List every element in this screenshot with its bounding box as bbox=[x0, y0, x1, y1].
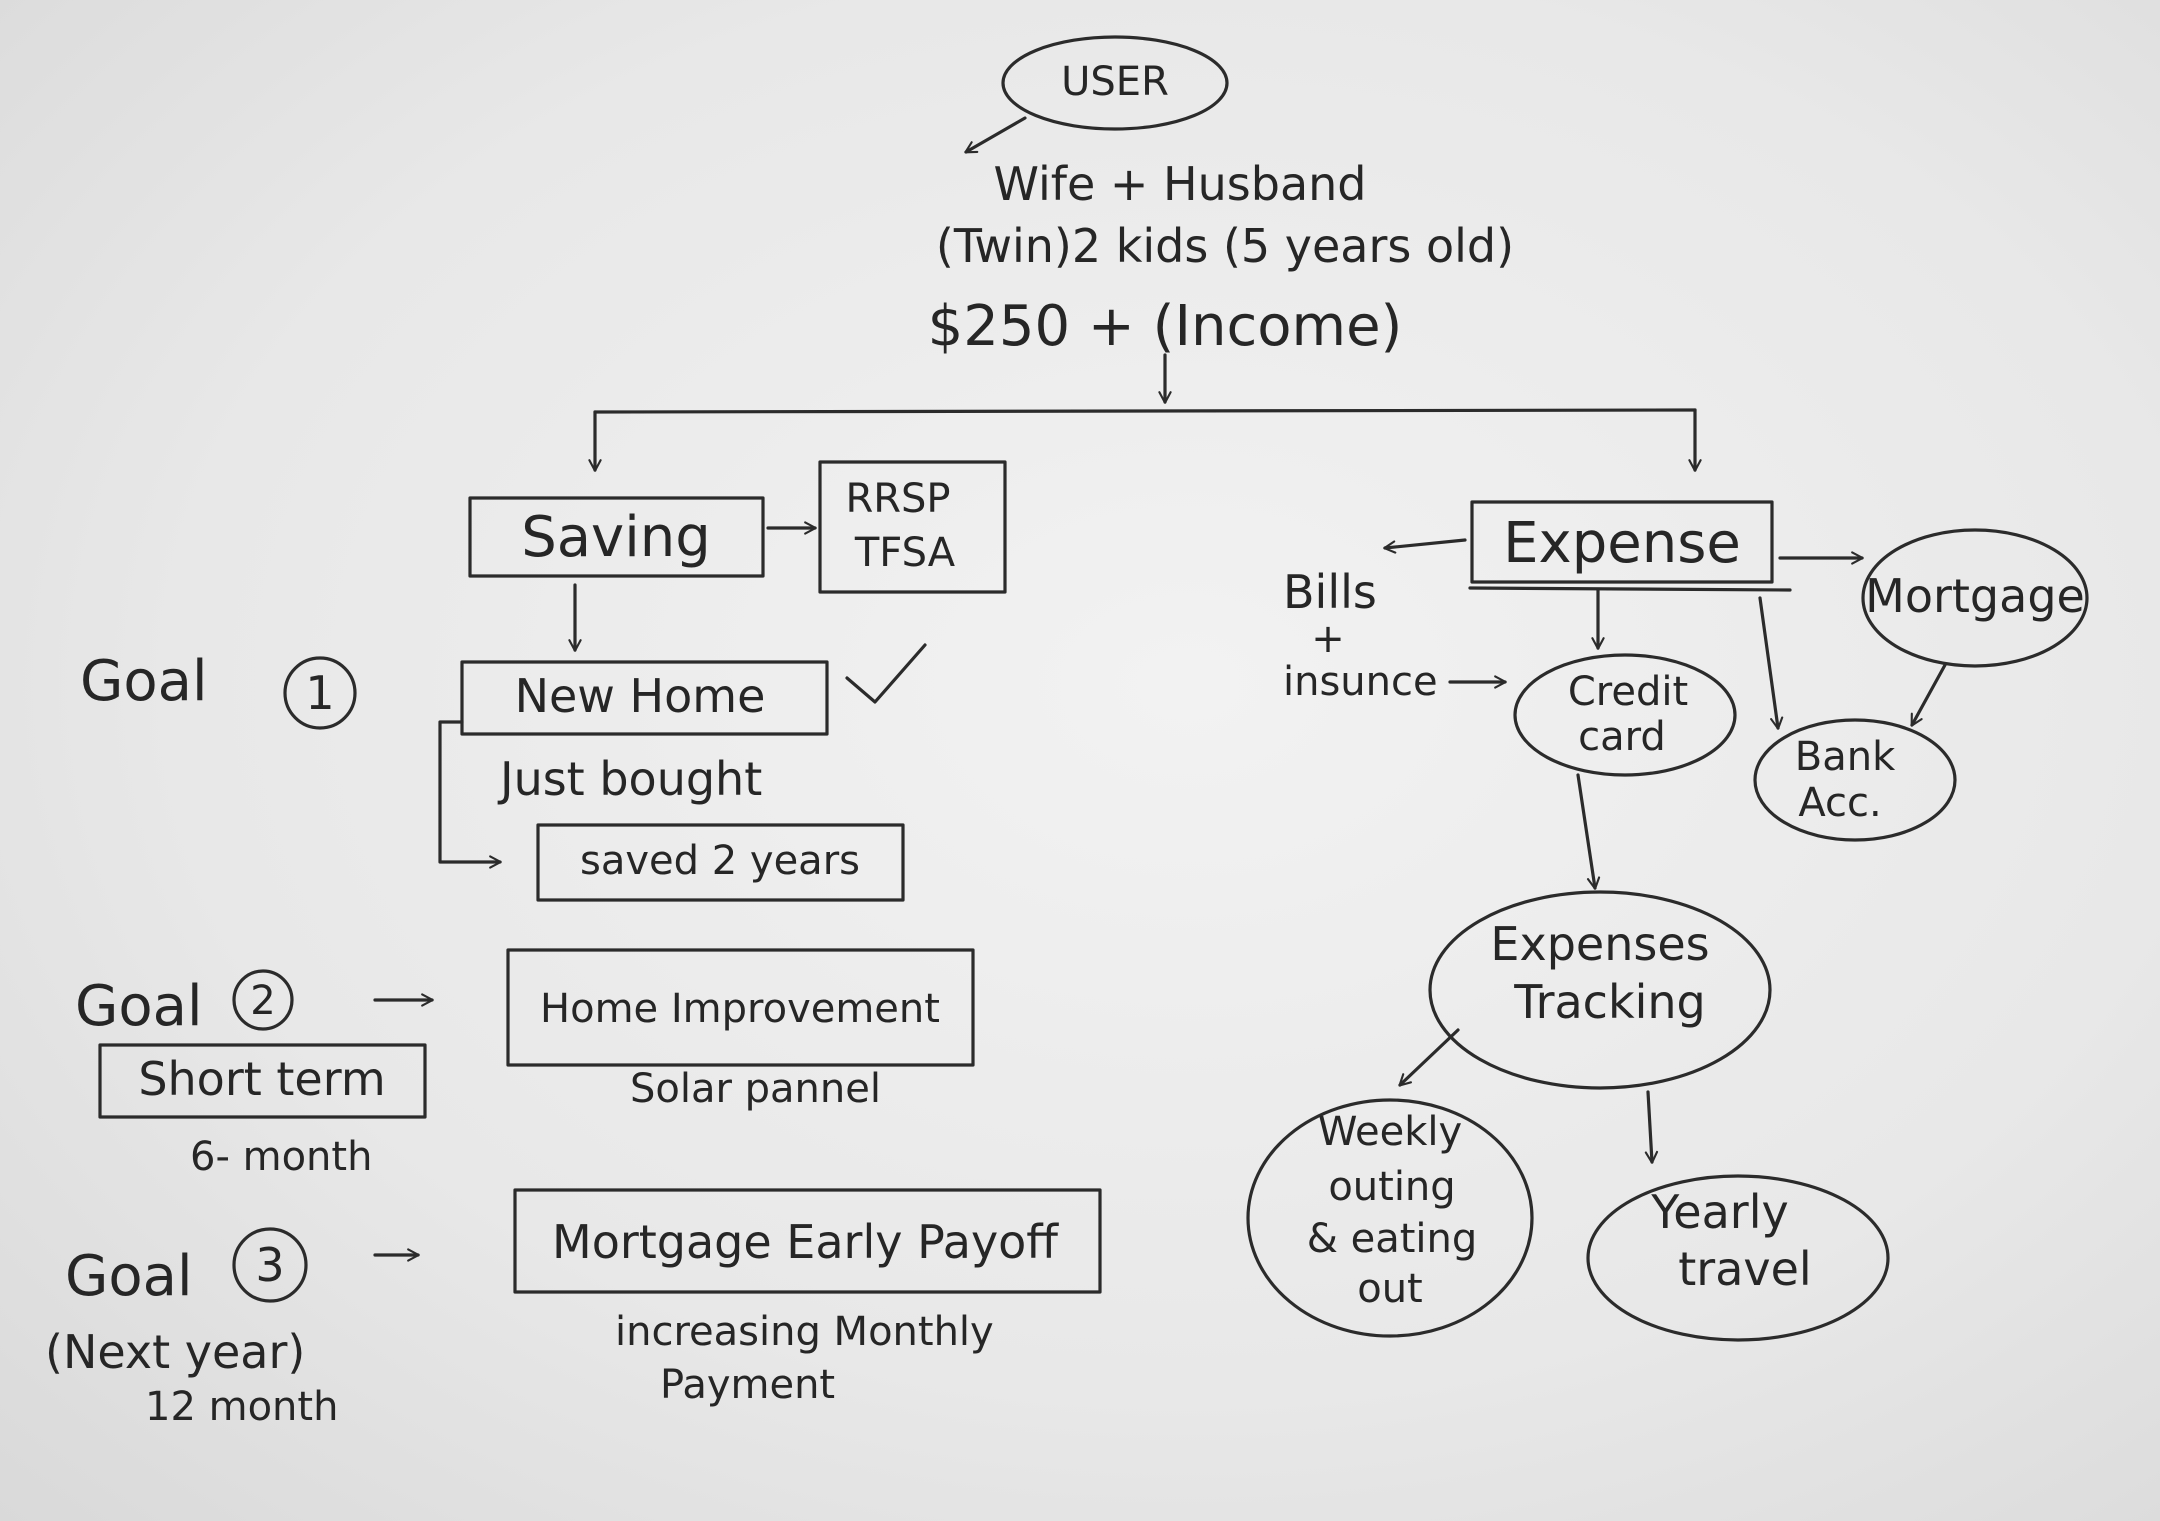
saved-years-box bbox=[536, 823, 905, 902]
weekly-outing-node: Weekly outing & eating out bbox=[1246, 1098, 1534, 1338]
out-label: out bbox=[1357, 1266, 1423, 1312]
yearly-label: Yearly bbox=[1650, 1185, 1788, 1239]
expense-box bbox=[1470, 500, 1774, 584]
user-arrow bbox=[964, 116, 1027, 154]
home-improvement-box bbox=[506, 948, 975, 1067]
split-line bbox=[593, 408, 1697, 414]
goal3-label: Goal bbox=[65, 1244, 193, 1309]
mortgage-ellipse bbox=[1861, 528, 2089, 668]
goal3-number: 3 bbox=[255, 1238, 284, 1292]
rrsp-label: RRSP bbox=[845, 476, 950, 522]
weekly-outing-ellipse bbox=[1246, 1098, 1534, 1338]
bills-label: Bills bbox=[1283, 565, 1377, 619]
saving-box bbox=[468, 496, 765, 578]
tfsa-label: TFSA bbox=[854, 530, 956, 576]
mortgage-node: Mortgage bbox=[1861, 528, 2089, 668]
next-year-label: (Next year) bbox=[45, 1325, 305, 1379]
short-term-box bbox=[98, 1043, 427, 1119]
goal3-number-circle bbox=[232, 1227, 308, 1303]
saving-label: Saving bbox=[521, 505, 711, 570]
outing-label: outing bbox=[1328, 1164, 1455, 1210]
travel-label: travel bbox=[1678, 1242, 1811, 1296]
expense-to-bills-arrow bbox=[1383, 538, 1467, 554]
home-improvement-node: Home Improvement bbox=[506, 948, 975, 1067]
expense-node: Expense bbox=[1468, 500, 1792, 592]
short-term-label: Short term bbox=[138, 1052, 385, 1106]
goal2-number-circle bbox=[232, 969, 294, 1031]
goal1-number: 1 bbox=[305, 666, 334, 720]
credit-label: Credit bbox=[1568, 669, 1688, 715]
goal2-label: Goal bbox=[75, 974, 203, 1039]
accounts-box bbox=[818, 460, 1007, 594]
mortgage-payoff-label: Mortgage Early Payoff bbox=[552, 1215, 1059, 1269]
just-bought-note: Just bought bbox=[497, 752, 762, 806]
insurance-label: insunce bbox=[1283, 659, 1438, 705]
saved-years-node: saved 2 years bbox=[536, 823, 905, 902]
weekly-label: Weekly bbox=[1318, 1109, 1462, 1155]
bills-plus: + bbox=[1311, 616, 1345, 662]
credit-card-node: Credit card bbox=[1513, 653, 1737, 777]
user-label: USER bbox=[1061, 59, 1169, 105]
new-home-box bbox=[460, 660, 829, 736]
increasing-payment-note: increasing Monthly bbox=[615, 1309, 994, 1355]
new-home-to-saved-arrow bbox=[438, 720, 502, 869]
expense-underline bbox=[1468, 586, 1792, 592]
household-line: Wife + Husband bbox=[994, 157, 1367, 211]
payment-note: Payment bbox=[660, 1362, 835, 1408]
goal1-number-circle bbox=[283, 656, 357, 730]
kids-line: (Twin)2 kids (5 years old) bbox=[936, 219, 1514, 273]
user-node: USER bbox=[1001, 35, 1229, 131]
saving-node: Saving bbox=[468, 496, 765, 578]
mortgage-payoff-box bbox=[513, 1188, 1102, 1294]
solar-panel-note: Solar pannel bbox=[630, 1066, 881, 1112]
eating-label: & eating bbox=[1307, 1216, 1478, 1262]
checkmark-icon bbox=[845, 643, 927, 704]
card-label: card bbox=[1578, 714, 1666, 760]
mortgage-to-bank-arrow bbox=[1910, 663, 1947, 727]
credit-card-ellipse bbox=[1513, 653, 1737, 777]
goal2-number: 2 bbox=[250, 978, 275, 1024]
credit-to-tracking-arrow bbox=[1576, 773, 1601, 890]
tracking-label: Tracking bbox=[1513, 975, 1706, 1029]
yearly-travel-node: Yearly travel bbox=[1586, 1174, 1890, 1342]
home-improvement-label: Home Improvement bbox=[540, 986, 940, 1032]
twelve-month-label: 12 month bbox=[145, 1384, 338, 1430]
short-term-node: Short term bbox=[98, 1043, 427, 1119]
tracking-to-yearly-arrow bbox=[1644, 1090, 1659, 1164]
expenses-label: Expenses bbox=[1490, 917, 1709, 971]
expense-tracking-node: Expenses Tracking bbox=[1428, 890, 1772, 1090]
mortgage-label: Mortgage bbox=[1865, 569, 2085, 623]
accounts-node: RRSP TFSA bbox=[818, 460, 1007, 594]
expense-tracking-ellipse bbox=[1428, 890, 1772, 1090]
acc-label: Acc. bbox=[1798, 780, 1881, 826]
tracking-to-weekly-arrow bbox=[1398, 1028, 1460, 1087]
user-ellipse bbox=[1001, 35, 1229, 131]
income-line: $250 + (Income) bbox=[928, 294, 1403, 359]
new-home-node: New Home bbox=[460, 660, 829, 736]
bank-label: Bank bbox=[1795, 734, 1896, 780]
new-home-label: New Home bbox=[515, 669, 766, 723]
expense-label: Expense bbox=[1503, 511, 1741, 576]
six-month-label: 6- month bbox=[190, 1134, 372, 1180]
expense-to-bank-arrow bbox=[1758, 596, 1784, 730]
bank-account-node: Bank Acc. bbox=[1753, 718, 1957, 842]
yearly-travel-ellipse bbox=[1586, 1174, 1890, 1342]
goal1-label: Goal bbox=[80, 649, 208, 714]
bank-account-ellipse bbox=[1753, 718, 1957, 842]
saved-years-label: saved 2 years bbox=[580, 838, 860, 884]
mortgage-payoff-node: Mortgage Early Payoff bbox=[513, 1188, 1102, 1294]
